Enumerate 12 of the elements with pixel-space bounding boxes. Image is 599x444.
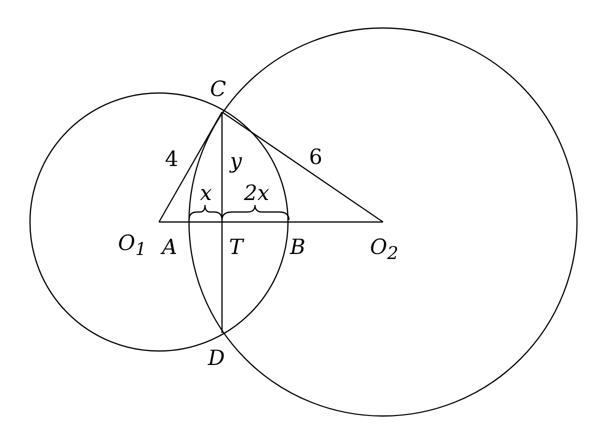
length-label: y	[230, 150, 242, 172]
length-label: 4	[165, 148, 178, 170]
point-label: T	[229, 236, 244, 258]
length-label: 6	[309, 146, 322, 168]
point-label: O$_{2}$	[370, 236, 398, 266]
point-label: D	[208, 347, 225, 369]
point-label: C	[210, 78, 226, 100]
point-label: A	[162, 236, 178, 258]
length-label: 2x	[244, 182, 270, 204]
length-label: x	[200, 182, 212, 204]
point-label: O$_{1}$	[118, 232, 146, 262]
point-label: B	[290, 236, 306, 258]
